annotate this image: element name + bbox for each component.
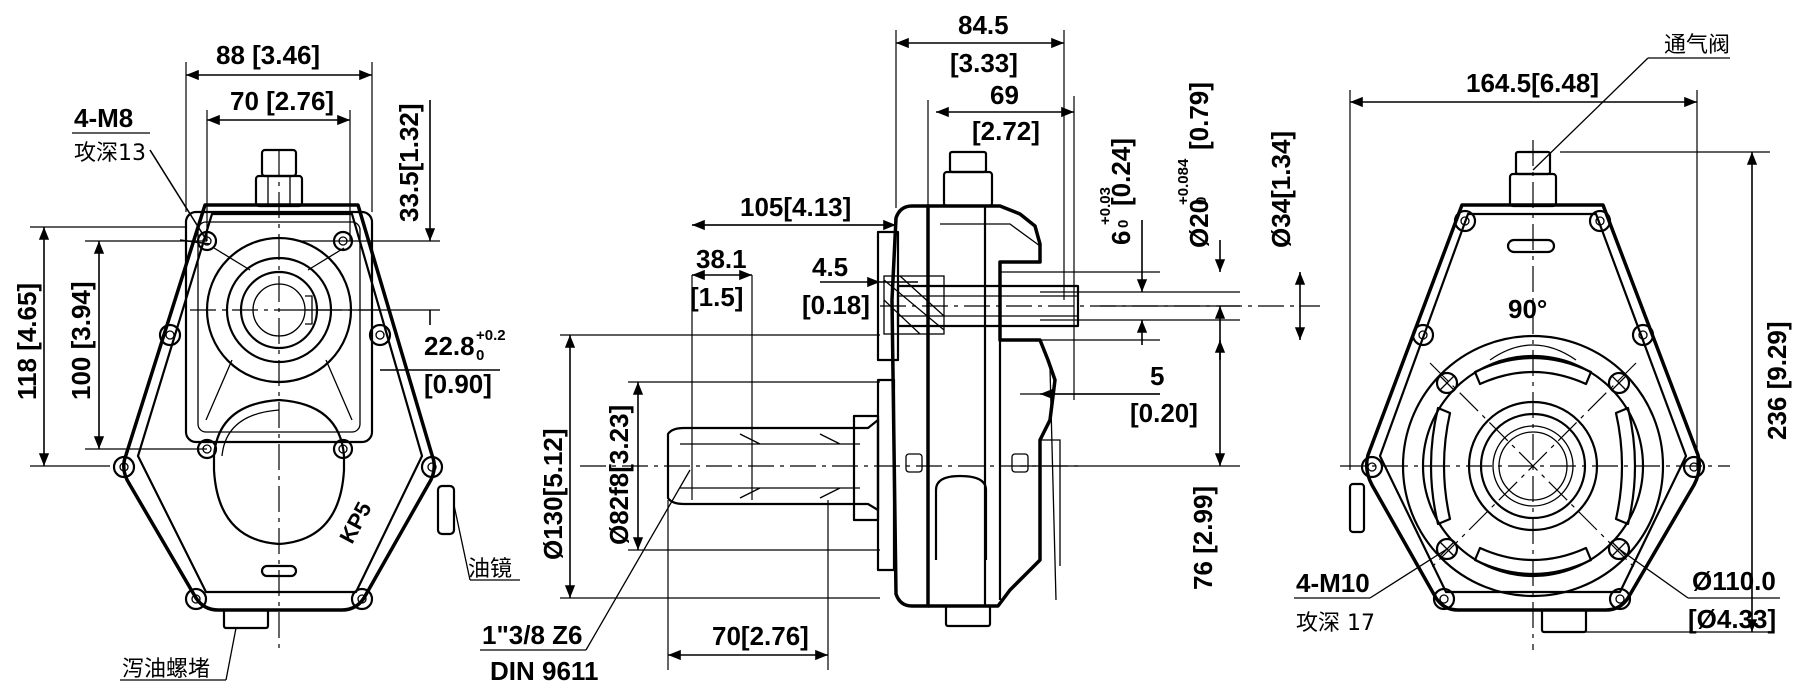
dim-130-label: Ø130[5.12]	[538, 428, 568, 560]
left-housing-inner	[136, 212, 424, 594]
dim-20-tol-lower: 0	[1193, 197, 1210, 205]
pcd-inch: [Ø4.33]	[1688, 604, 1776, 634]
right-height-label: 236 [9.29]	[1762, 321, 1792, 440]
dim-5-inch: [0.20]	[1130, 398, 1198, 428]
dim-118-label: 118 [4.65]	[12, 283, 42, 400]
dim-84-label: 84.5	[958, 10, 1009, 40]
dim-76-label: 76 [2.99]	[1188, 486, 1218, 590]
tol-upper: +0.2	[476, 327, 506, 344]
dim-38-label: 38.1	[696, 244, 747, 274]
right-width-label: 164.5[6.48]	[1466, 68, 1599, 98]
right-outer-bolts	[1360, 209, 1706, 611]
right-view: 通气阀 164.5[6.48] 90° 236 [9.29] 4-M10 攻深 …	[1294, 33, 1792, 650]
dim-69-label: 69	[990, 80, 1019, 110]
pcd-label: Ø110.0	[1692, 566, 1776, 596]
side-output-shaft	[666, 418, 880, 512]
tol-lower: 0	[476, 347, 484, 364]
right-thread-depth: 攻深 17	[1296, 611, 1375, 636]
left-drain-plug	[222, 608, 270, 630]
left-lower-opening	[212, 398, 346, 546]
drain-plug-label: 泻油螺堵	[122, 657, 210, 682]
left-view: KP5 88 [3.46] 70 [2.76] 4-M8 攻深13 33.5[1…	[12, 40, 520, 682]
side-vent-plug	[942, 170, 994, 208]
left-bolts	[112, 230, 444, 611]
dim-38-inch: [1.5]	[690, 282, 743, 312]
dim-6-inch: [0.24]	[1106, 138, 1136, 206]
side-housing	[890, 204, 930, 608]
tol-inch: [0.90]	[424, 369, 492, 399]
dim-20-label: Ø20	[1184, 199, 1214, 248]
dim-84-inch: [3.33]	[950, 48, 1018, 78]
thread-depth: 攻深13	[74, 141, 146, 166]
left-brand-text: KP5	[334, 498, 376, 548]
thread-label: 4-M8	[74, 103, 133, 133]
angle-label: 90°	[1508, 294, 1547, 324]
dim-100-label: 100 [3.94]	[66, 281, 96, 400]
dim-70-label: 70 [2.76]	[230, 86, 334, 116]
sight-glass-label: 油镜	[468, 557, 512, 582]
dim-6-tol-upper: +0.03	[1097, 187, 1114, 225]
dim-105-label: 105[4.13]	[740, 192, 851, 222]
side-view: 84.5 [3.33] 69 [2.72] 105[4.13] 38.1 [1.…	[480, 10, 1320, 686]
left-sight-glass	[436, 484, 456, 536]
dim-34-label: Ø34[1.34]	[1266, 131, 1296, 248]
dim-82-label: Ø82f8[3.23]	[604, 405, 634, 545]
spline-label: 1"3/8 Z6	[482, 620, 583, 650]
dim-88-label: 88 [3.46]	[216, 40, 320, 70]
dim-5-label: 5	[1150, 361, 1164, 391]
right-thread-label: 4-M10	[1296, 568, 1370, 598]
dim-6-label: 6	[1106, 231, 1136, 245]
dim-6-tol-lower: 0	[1115, 220, 1132, 228]
spline-standard: DIN 9611	[490, 656, 598, 686]
dim-20-tol-upper: +0.084	[1175, 158, 1192, 205]
dim-20-inch: [0.79]	[1184, 82, 1214, 150]
dim-69-inch: [2.72]	[972, 116, 1040, 146]
dim-45-inch: [0.18]	[802, 290, 870, 320]
dim-70-side-label: 70[2.76]	[712, 621, 809, 651]
dim-33-label: 33.5[1.32]	[394, 103, 424, 222]
dim-45-label: 4.5	[812, 252, 848, 282]
vent-valve-label: 通气阀	[1664, 33, 1730, 58]
tol-base: 22.8	[424, 331, 475, 361]
